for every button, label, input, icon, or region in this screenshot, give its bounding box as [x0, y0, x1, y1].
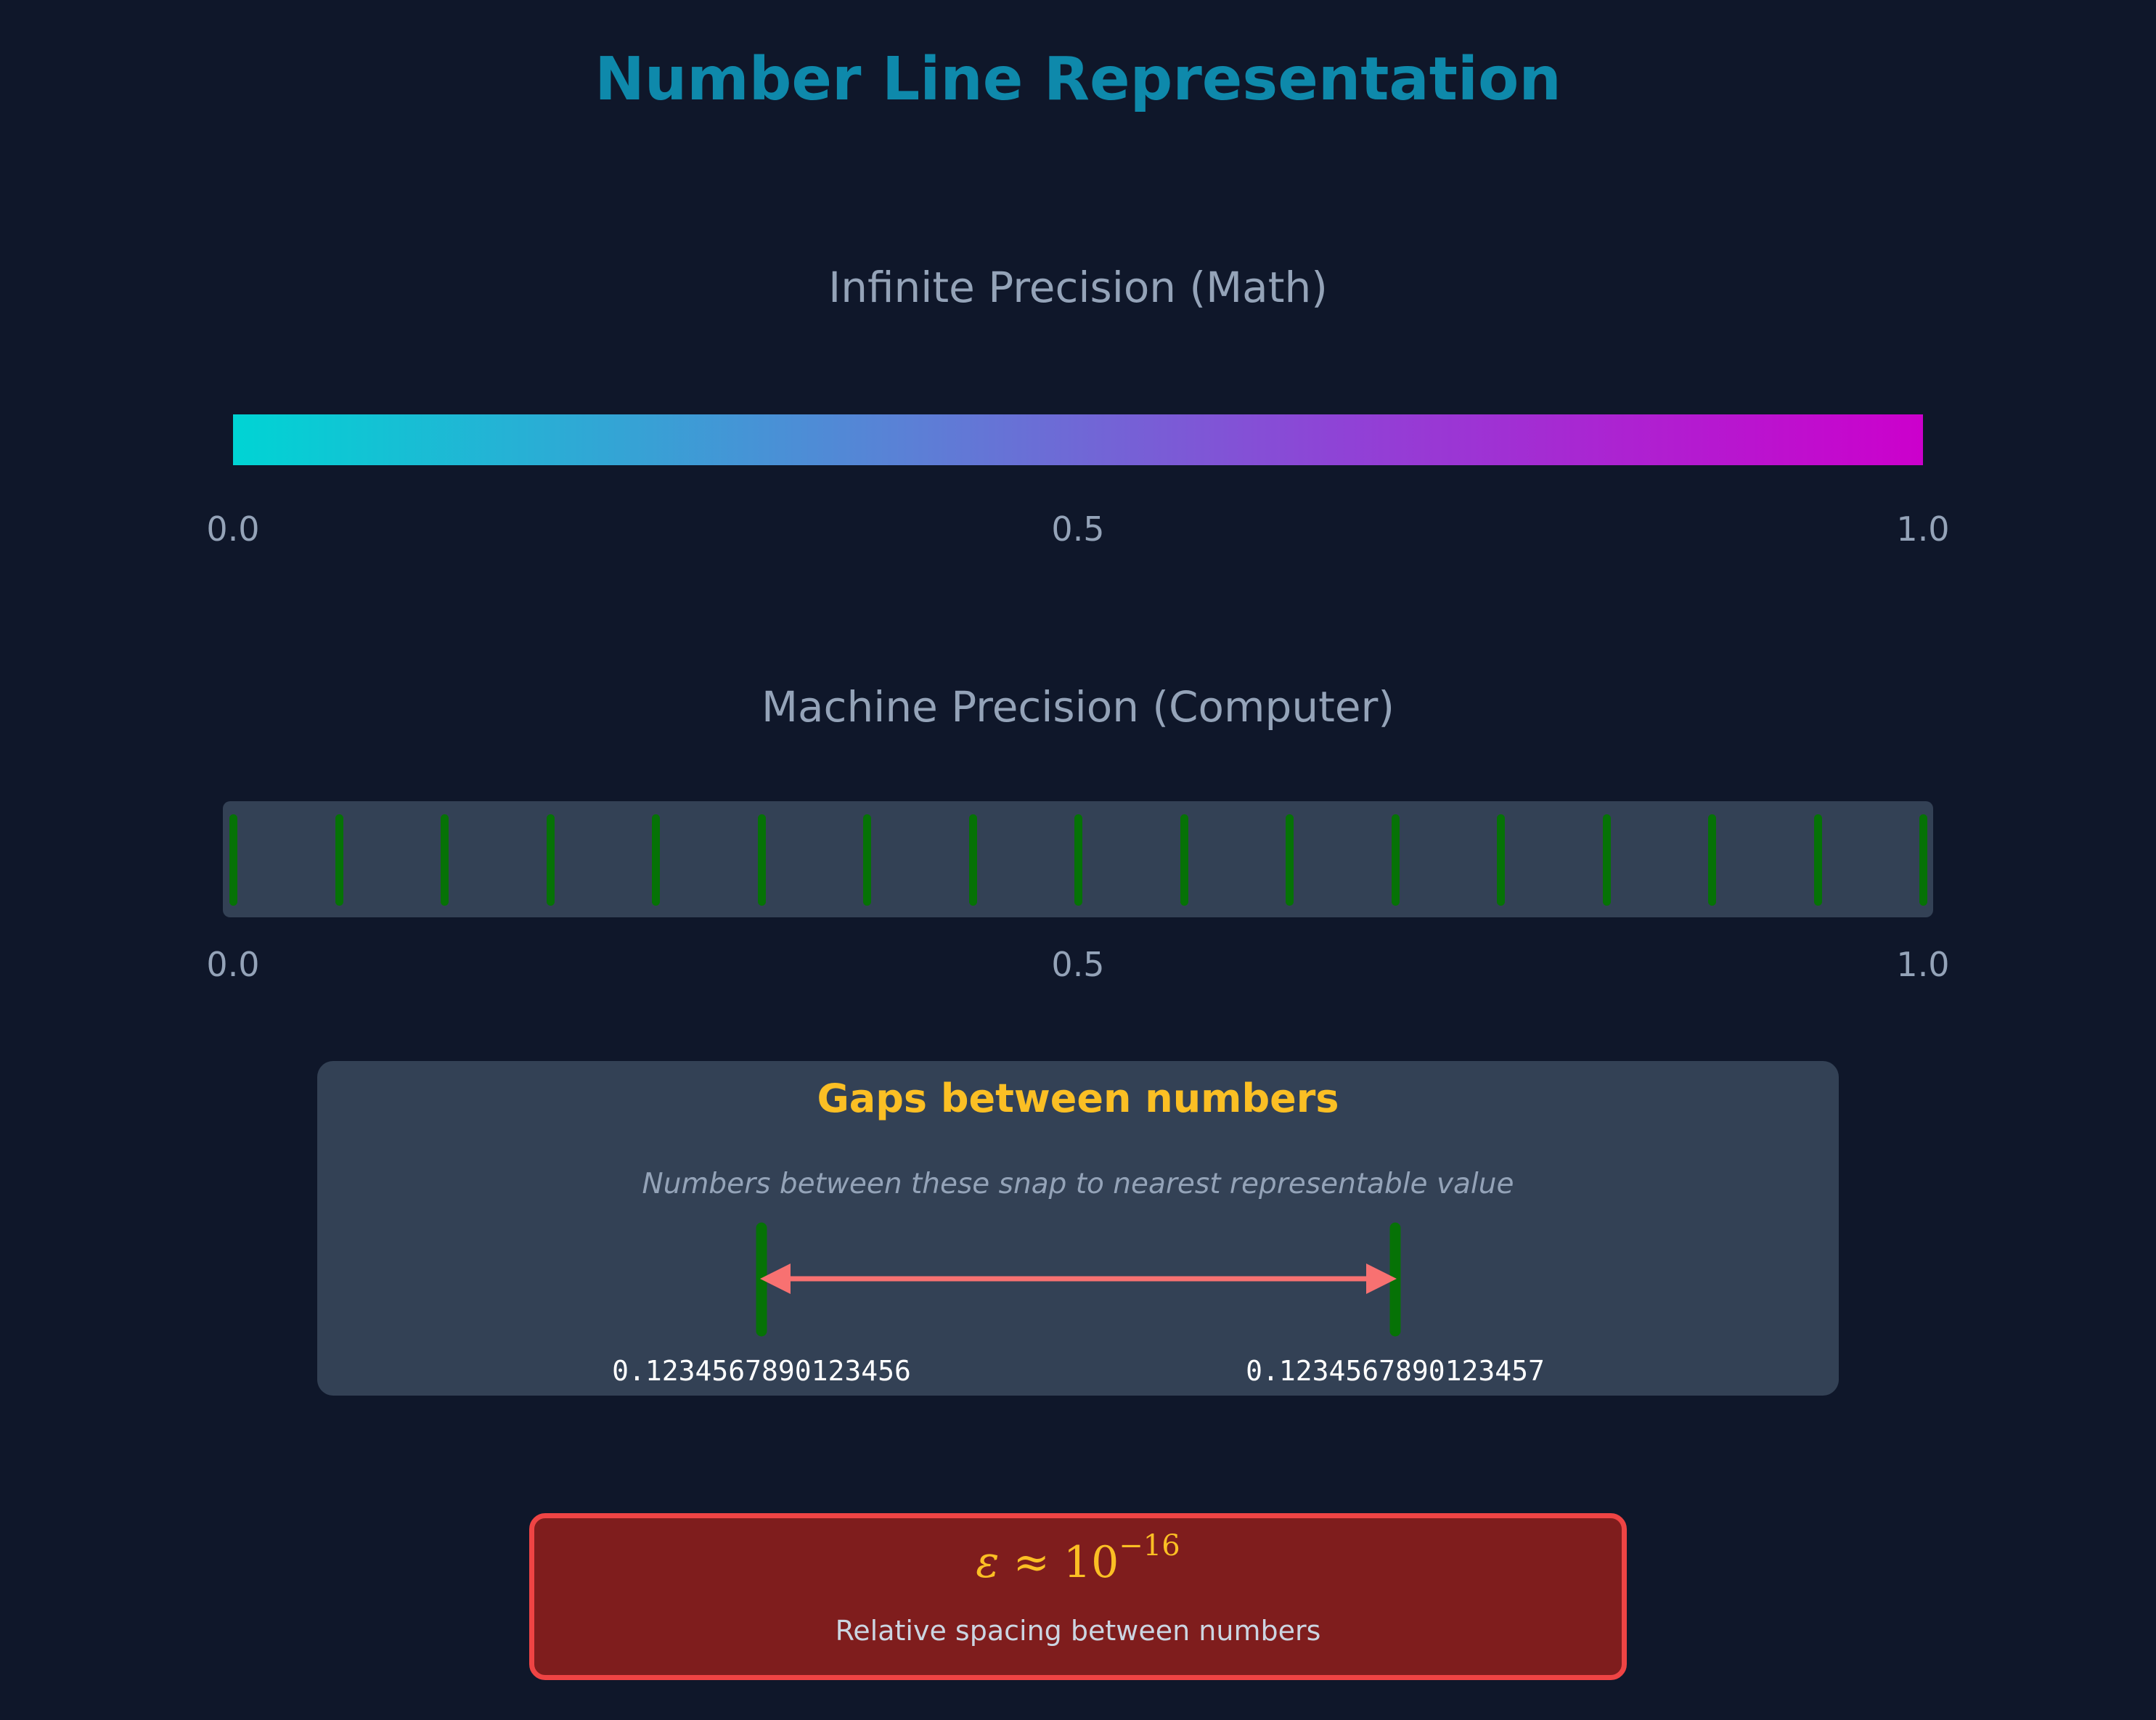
representable-number-tick	[1074, 814, 1082, 906]
representable-number-tick	[229, 814, 237, 906]
gap-panel	[317, 1061, 1839, 1396]
gap-panel-title: Gaps between numbers	[817, 1076, 1339, 1121]
representable-number-tick	[652, 814, 660, 906]
epsilon-exponent: −16	[1119, 1529, 1180, 1563]
representable-number-tick	[1919, 814, 1927, 906]
approx-symbol: ≈	[1013, 1537, 1050, 1588]
machine-tick-label-end: 1.0	[1896, 945, 1950, 984]
representable-number-tick	[968, 814, 977, 906]
continuous-number-line	[233, 414, 1923, 465]
epsilon-caption: Relative spacing between numbers	[835, 1615, 1321, 1647]
representable-number-tick	[1602, 814, 1611, 906]
representable-number-tick	[1391, 814, 1400, 906]
page-title: Number Line Representation	[595, 45, 1561, 114]
epsilon-formula: ε ≈ 10−16	[0, 1531, 2156, 1588]
representable-number-tick	[441, 814, 449, 906]
math-tick-label-end: 1.0	[1896, 509, 1950, 549]
discrete-number-line	[223, 801, 1933, 917]
epsilon-base: 10	[1063, 1537, 1119, 1588]
epsilon-box	[529, 1513, 1627, 1680]
representable-number-tick	[863, 814, 871, 906]
machine-tick-label-start: 0.0	[206, 945, 260, 984]
representable-number-tick	[757, 814, 766, 906]
math-tick-label-start: 0.0	[206, 509, 260, 549]
math-tick-label-mid: 0.5	[1051, 509, 1105, 549]
machine-tick-label-mid: 0.5	[1051, 945, 1105, 984]
epsilon-symbol: ε	[976, 1537, 1000, 1588]
gap-panel-note: Numbers between these snap to nearest re…	[642, 1168, 1514, 1200]
gap-left-value: 0.1234567890123456	[612, 1355, 911, 1387]
representable-number-tick	[1497, 814, 1505, 906]
math-section-title: Infinite Precision (Math)	[828, 263, 1328, 312]
representable-number-tick	[1708, 814, 1716, 906]
representable-number-tick	[1813, 814, 1822, 906]
representable-number-tick	[1286, 814, 1294, 906]
representable-number-tick	[546, 814, 555, 906]
representable-number-tick	[1180, 814, 1188, 906]
representable-number-tick	[335, 814, 343, 906]
machine-section-title: Machine Precision (Computer)	[761, 682, 1395, 732]
gap-right-value: 0.1234567890123457	[1246, 1355, 1545, 1387]
